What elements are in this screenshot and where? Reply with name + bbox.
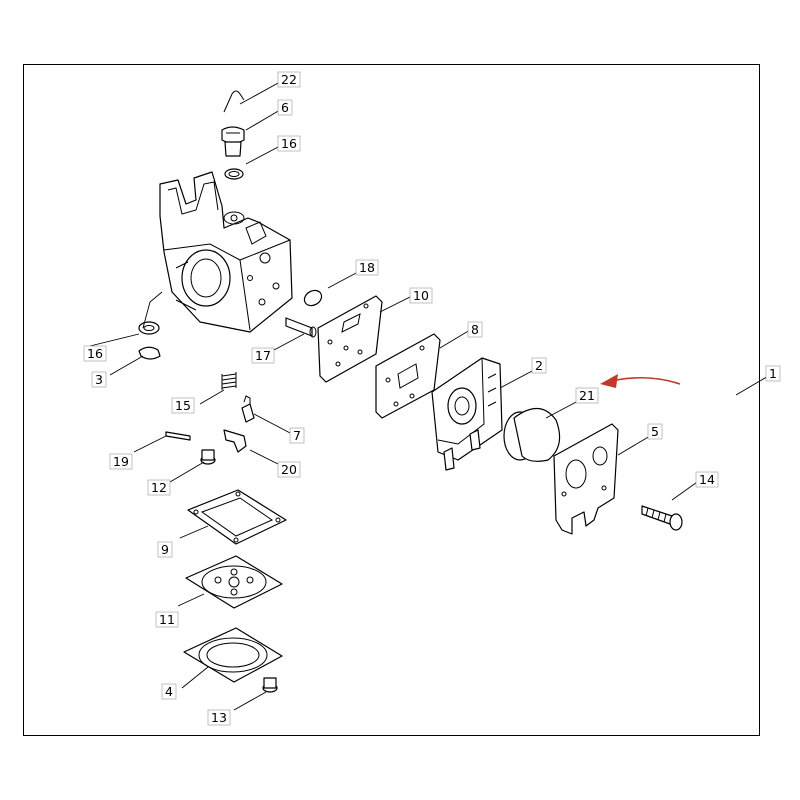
part-17-needle bbox=[285, 317, 317, 338]
part-12-screw bbox=[200, 449, 216, 465]
callout-16-lower-label: 16 bbox=[87, 346, 103, 361]
part-22-pin bbox=[223, 90, 245, 113]
highlight-arrow bbox=[600, 374, 681, 388]
part-13-screw bbox=[262, 677, 278, 693]
callout-4: 4 bbox=[161, 683, 177, 700]
callout-8: 8 bbox=[467, 321, 483, 338]
callout-13-label: 13 bbox=[211, 710, 227, 725]
part-18-o-ring bbox=[303, 289, 323, 307]
callout-8-label: 8 bbox=[471, 322, 479, 337]
part-4-cover bbox=[183, 627, 283, 683]
callout-15-label: 15 bbox=[175, 398, 191, 413]
part-10-gasket bbox=[317, 295, 383, 383]
callout-7: 7 bbox=[289, 427, 305, 444]
callout-19-label: 19 bbox=[113, 454, 129, 469]
callout-1-label: 1 bbox=[769, 366, 777, 381]
callout-16-upper-label: 16 bbox=[281, 136, 297, 151]
diagram-frame bbox=[23, 64, 760, 736]
leader-lines bbox=[89, 81, 771, 711]
part-8-pump-diaphragm bbox=[375, 333, 441, 419]
callout-18: 18 bbox=[355, 259, 379, 276]
part-15-spring bbox=[221, 372, 237, 390]
part-11-diaphragm bbox=[185, 555, 283, 609]
callout-22: 22 bbox=[277, 71, 301, 88]
callout-13: 13 bbox=[207, 709, 231, 726]
part-21-primer-bulb bbox=[503, 407, 561, 462]
callout-6-label: 6 bbox=[281, 100, 289, 115]
callout-18-label: 18 bbox=[359, 260, 375, 275]
callout-10: 10 bbox=[409, 287, 433, 304]
callout-7-label: 7 bbox=[293, 428, 301, 443]
part-7-needle-valve bbox=[241, 395, 255, 423]
part-14-screw bbox=[641, 505, 683, 531]
callout-17-label: 17 bbox=[255, 348, 271, 363]
callout-16-upper: 16 bbox=[277, 135, 301, 152]
part-16-washer-lower bbox=[138, 321, 160, 335]
callout-9: 9 bbox=[157, 541, 173, 558]
callout-21-label: 21 bbox=[579, 388, 595, 403]
callout-3: 3 bbox=[91, 371, 107, 388]
callout-11-label: 11 bbox=[159, 612, 175, 627]
part-2-pump-body bbox=[431, 357, 503, 471]
callout-14: 14 bbox=[695, 471, 719, 488]
part-3-clip bbox=[138, 346, 161, 360]
callout-20: 20 bbox=[277, 461, 301, 478]
part-6-needle-plug bbox=[221, 126, 245, 157]
callout-1: 1 bbox=[765, 365, 781, 382]
callout-2: 2 bbox=[531, 357, 547, 374]
callout-5-label: 5 bbox=[651, 424, 659, 439]
callout-10-label: 10 bbox=[413, 288, 429, 303]
carburetor-body bbox=[159, 171, 293, 333]
callout-2-label: 2 bbox=[535, 358, 543, 373]
callout-3-label: 3 bbox=[95, 372, 103, 387]
callout-22-label: 22 bbox=[281, 72, 297, 87]
callout-17: 17 bbox=[251, 347, 275, 364]
part-19-pin bbox=[165, 431, 191, 441]
callout-11: 11 bbox=[155, 611, 179, 628]
callout-4-label: 4 bbox=[165, 684, 173, 699]
callout-15: 15 bbox=[171, 397, 195, 414]
part-16-o-ring-upper bbox=[224, 168, 244, 180]
callout-20-label: 20 bbox=[281, 462, 297, 477]
callout-5: 5 bbox=[647, 423, 663, 440]
part-5-plate bbox=[553, 423, 619, 535]
callout-9-label: 9 bbox=[161, 542, 169, 557]
part-20-lever bbox=[223, 429, 247, 453]
part-9-gasket bbox=[187, 489, 287, 545]
callout-14-label: 14 bbox=[699, 472, 715, 487]
callout-21: 21 bbox=[575, 387, 599, 404]
callout-16-lower: 16 bbox=[83, 345, 107, 362]
callout-19: 19 bbox=[109, 453, 133, 470]
callout-12-label: 12 bbox=[151, 480, 167, 495]
callout-12: 12 bbox=[147, 479, 171, 496]
callout-6: 6 bbox=[277, 99, 293, 116]
